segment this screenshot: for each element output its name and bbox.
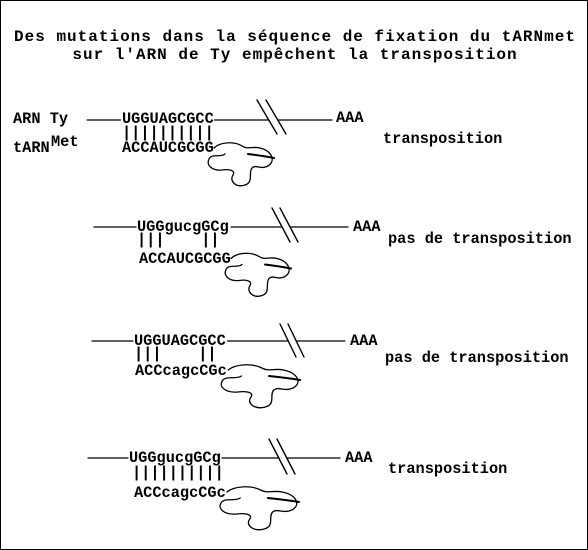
title-line-2: sur l'ARN de Ty empêchent la transpositi… xyxy=(72,45,518,64)
ty-rna-sequence: UGGgucgGCg xyxy=(137,218,229,237)
panel-3-graphics xyxy=(91,323,346,408)
poly-a-tail: AAA xyxy=(336,108,364,127)
break-mark-slash xyxy=(279,323,297,358)
base-pairing-bars: ||| || xyxy=(137,230,220,249)
base-pairing-bars: ||| || xyxy=(134,345,217,364)
poly-a-tail: AAA xyxy=(350,331,378,350)
result-label: transposition xyxy=(388,460,508,479)
trna-sequence: ACCAUCGCGG xyxy=(139,250,231,269)
ty-rna-sequence: UGGUAGCGCC xyxy=(134,332,226,351)
trna-loop xyxy=(221,365,300,408)
rna-ty-label: ARN Ty xyxy=(13,110,69,129)
result-label: transposition xyxy=(383,130,503,149)
break-mark-slash xyxy=(287,323,305,358)
trna-label: tARN xyxy=(13,139,50,158)
break-mark-slash xyxy=(276,438,296,475)
base-pairing-bars: |||||||||| xyxy=(122,123,214,142)
base-pairing-bars: |||||||||| xyxy=(132,464,224,482)
trna-loop xyxy=(225,253,291,296)
break-mark-slash xyxy=(271,207,291,243)
break-mark-slash xyxy=(279,207,299,243)
panel-1-graphics xyxy=(86,99,333,186)
ty-rna-sequence: UGGUAGCGCC xyxy=(122,110,214,129)
break-mark-slash xyxy=(268,438,288,475)
title-line-1: Des mutations dans la séquence de fixati… xyxy=(14,27,576,46)
break-mark-slash xyxy=(265,99,287,135)
ty-rna-sequence: UGGgucgGCg xyxy=(129,449,221,468)
panel-4-graphics xyxy=(87,438,341,530)
poly-a-tail: AAA xyxy=(345,448,373,467)
trna-sequence: ACCcagcCGc xyxy=(135,362,227,381)
poly-a-tail: AAA xyxy=(353,217,381,236)
trna-loop xyxy=(220,487,299,530)
panel-2-graphics xyxy=(93,207,349,296)
break-mark-slash xyxy=(256,99,278,135)
trna-loop xyxy=(208,143,274,186)
trna-sequence: ACCAUCGCGG xyxy=(122,139,214,158)
trna-sequence: ACCcagcCGc xyxy=(134,484,226,503)
result-label: pas de transposition xyxy=(388,230,572,249)
trna-met-superscript: Met xyxy=(51,132,79,151)
result-label: pas de transposition xyxy=(385,349,569,368)
